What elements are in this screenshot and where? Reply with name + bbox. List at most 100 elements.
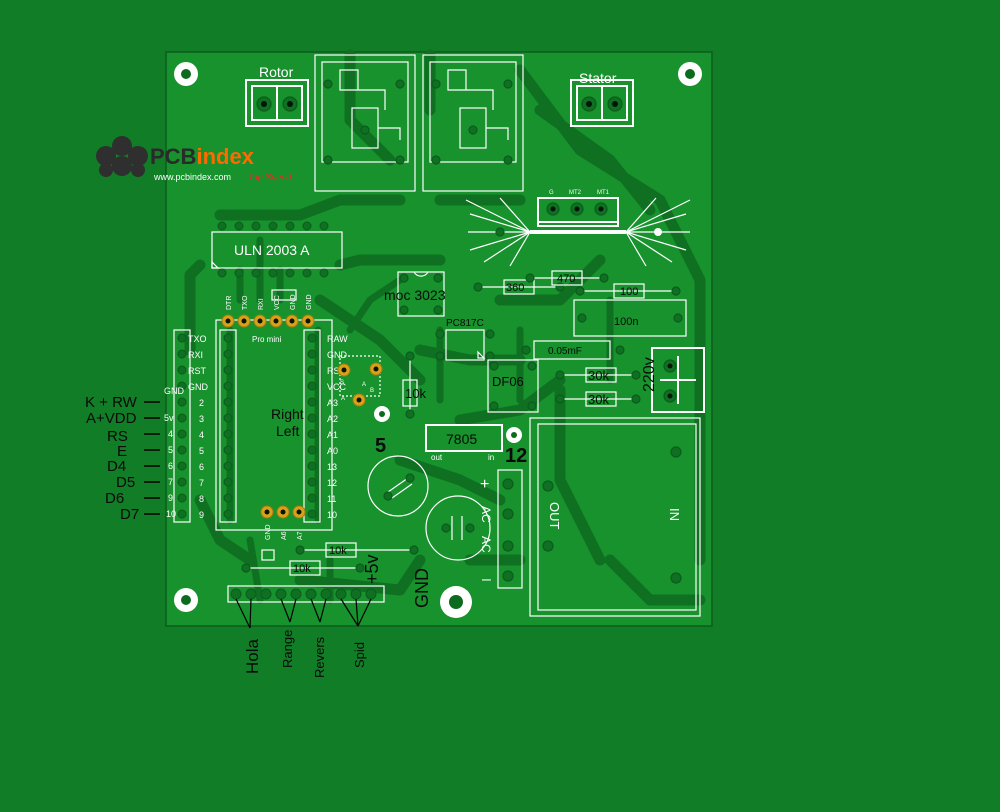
promini-right-pins-2-label: RST: [327, 366, 346, 376]
board-text-small-a2-label: A: [362, 382, 366, 388]
components-reg-out-label: out: [431, 453, 443, 462]
promini-left-pins-10-label: 8: [199, 494, 204, 504]
promini-right-pins-11-label: 10: [327, 510, 337, 520]
button-labels: Hola Range Revers Spid: [243, 630, 367, 678]
components-triac-pins-0-label: G: [549, 190, 554, 196]
components-r100-label: 100: [620, 286, 638, 298]
encoder-pads: S A A B: [337, 355, 383, 407]
promini-left-pins-2-label: RST: [188, 366, 207, 376]
rotor-connector: Rotor: [245, 64, 309, 127]
bottom-labels-2-label: Revers: [312, 636, 327, 678]
moc3023: moc 3023: [384, 271, 446, 317]
promini-bottom-pins-1-label: A6: [281, 531, 288, 540]
promini-right-pins-6-label: A1: [327, 430, 338, 440]
components-bridge-label: DF06: [492, 374, 524, 389]
lcd-labels-6-name-label: D6: [105, 490, 124, 507]
logo-mark: [96, 136, 148, 177]
lcd-labels-4-name-label: D4: [107, 458, 126, 475]
right-label: Right: [271, 406, 304, 422]
promini-right-pins-4-label: A3: [327, 398, 338, 408]
mounting-holes: [174, 62, 702, 618]
lcd-labels-3-name-label: E: [117, 443, 127, 460]
board-text-small-b-label: B: [370, 388, 374, 394]
promini-top-pins-5-label: GND: [306, 294, 313, 310]
label-5: 5: [375, 435, 386, 457]
lcd-labels-0-name-label: K + RW: [85, 394, 138, 411]
promini-left-pins-0-label: TXO: [188, 334, 207, 344]
promini-bottom-pins-2-label: A7: [297, 531, 304, 540]
board-text-small-a1-label: A: [341, 396, 345, 402]
promini-left-pins-11-label: 9: [199, 510, 204, 520]
board-text-ac2-label: AC: [479, 536, 493, 553]
promini-top-pins: DTR TXO RXI VCC GND GND: [221, 289, 315, 328]
board-text-ac1-label: AC: [479, 506, 493, 523]
promini-left-pins-9-label: 7: [199, 478, 204, 488]
components-r30k-1-label: 30k: [588, 368, 609, 383]
components-cap100n-label: 100n: [614, 316, 638, 328]
capacitor-electrolytic-2: [425, 495, 491, 561]
promini-top-pins-1-label: TXO: [242, 295, 249, 310]
pc817: PC817C: [435, 318, 495, 361]
components-cap005-label: 0.05mF: [548, 346, 582, 357]
components-r10k-b-label: 10k: [293, 563, 311, 575]
gnd-label: GND: [412, 568, 432, 608]
components-r10k-v-label: 10k: [405, 386, 426, 401]
promini-left-pins-1-label: RXI: [188, 350, 203, 360]
ac-input-header: + AC AC –: [479, 469, 523, 589]
promini-top-pins-3-label: VCC: [274, 295, 281, 310]
promini-right-pins-3-label: VCC: [327, 382, 347, 392]
logo-url: www.pcbindex.com: [153, 172, 231, 182]
transformer: OUT IN: [529, 417, 701, 617]
bottom-labels-0-label: Hola: [243, 638, 262, 674]
lcd-labels-1-pin-label: 5v: [164, 413, 174, 423]
components-pc817-label: PC817C: [446, 318, 484, 329]
promini-left-pins-4-label: 2: [199, 398, 204, 408]
bottom-labels-1-label: Range: [280, 630, 295, 668]
resistor-470: 470: [525, 270, 609, 286]
promini-left-pins-7-label: 5: [199, 446, 204, 456]
promini-right-pins-8-label: 13: [327, 462, 337, 472]
resistor-10k-a: 10k: [295, 542, 419, 558]
resistor-30k-2: 30k: [555, 391, 641, 407]
resistor-10k-b: 10k: [241, 560, 365, 576]
triac-heatsink: G MT2 MT1: [465, 190, 691, 267]
board-text-minus-label: –: [482, 571, 491, 588]
components-r360-label: 360: [506, 282, 524, 294]
relay-2: [422, 54, 524, 192]
pro-mini: Pro mini DTR TXO RXI VCC GND GND TXO: [173, 289, 348, 540]
promini-bottom-pins-0-label: GND: [265, 524, 272, 540]
lcd-labels-0-pin-label: GND: [164, 386, 185, 396]
small-cap: [261, 549, 275, 561]
label-12: 12: [505, 445, 527, 467]
pcbindex-logo: PCBindex www.pcbindex.com Top Speed: [96, 136, 292, 182]
uln-label: ULN 2003 A: [234, 242, 310, 258]
stator-connector: Stator: [570, 70, 634, 127]
capacitor-005: 0.05mF: [521, 340, 625, 360]
promini-left-pins-5-label: 3: [199, 414, 204, 424]
capacitor-100n: 100n: [573, 299, 687, 337]
left-label: Left: [276, 423, 299, 439]
components-r470-label: 470: [557, 273, 575, 285]
bridge-df06: DF06: [487, 359, 539, 413]
relay-1: [314, 54, 416, 192]
components-reg-label: 7805: [446, 431, 477, 447]
lcd-labels-3-pin-label: 5: [168, 445, 173, 455]
lcd-labels-6-pin-label: 9: [168, 493, 173, 503]
lcd-labels-5-name-label: D5: [116, 474, 135, 491]
promini-right-pins-5-label: A2: [327, 414, 338, 424]
components-r10k-a-label: 10k: [329, 545, 347, 557]
stator-label: Stator: [579, 70, 617, 86]
promini-left-pins-3-label: GND: [188, 382, 209, 392]
components-triac-pins-2-label: MT1: [597, 190, 610, 196]
promini-top-pins-4-label: GND: [290, 294, 297, 310]
board-text-small-s-label: S: [340, 380, 344, 386]
capacitor-electrolytic-1: [367, 455, 429, 517]
bottom-labels-3-label: Spid: [352, 642, 367, 668]
promini-right-pins-0-label: RAW: [327, 334, 348, 344]
resistor-100: 100: [575, 283, 681, 299]
lcd-labels-4-pin-label: 6: [168, 461, 173, 471]
components-reg-in-label: in: [488, 453, 494, 462]
promini-left-pins-6-label: 4: [199, 430, 204, 440]
components-r30k-2-label: 30k: [588, 392, 609, 407]
